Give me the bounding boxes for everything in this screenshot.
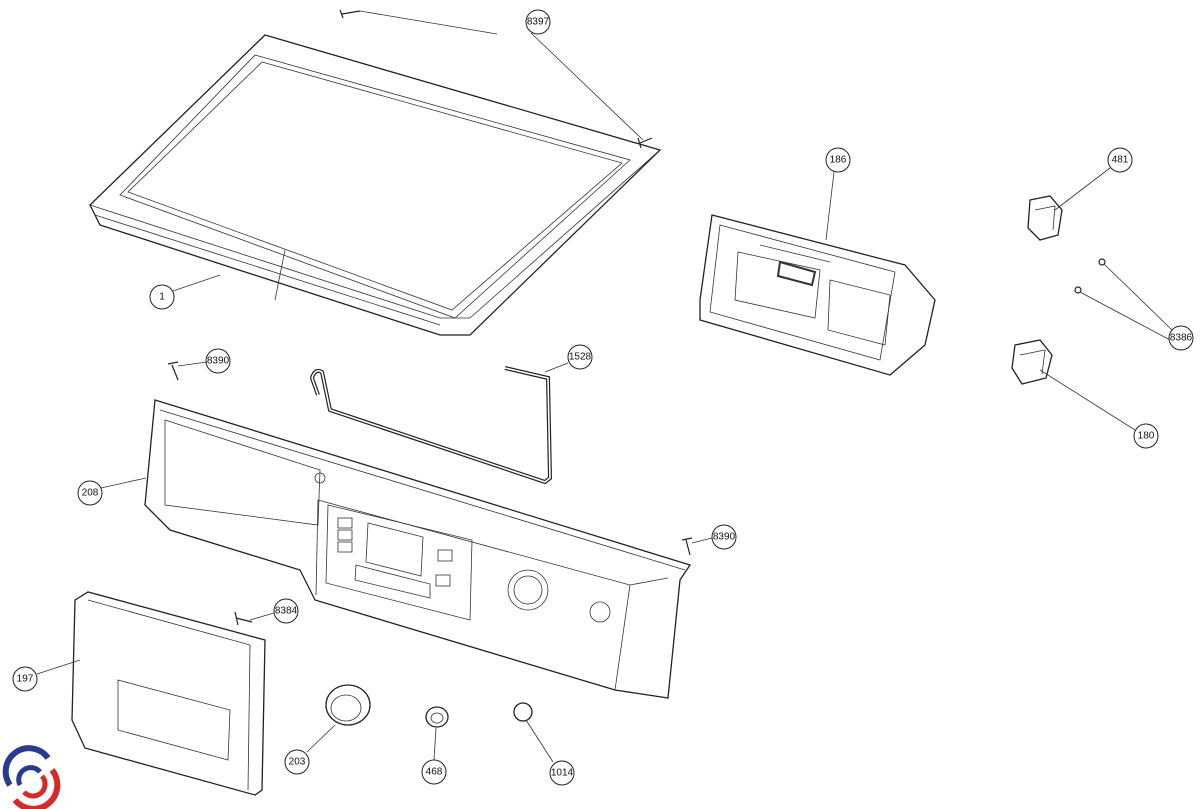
switch-481 — [1027, 195, 1063, 241]
svg-text:1528: 1528 — [569, 352, 592, 363]
svg-text:197: 197 — [17, 674, 34, 685]
drawer-front — [71, 591, 266, 796]
button-1014 — [513, 702, 533, 722]
callout-8397: 8397 — [525, 9, 551, 35]
svg-text:180: 180 — [1138, 431, 1155, 442]
callout-1528: 1528 — [567, 344, 593, 370]
svg-text:8384: 8384 — [275, 606, 298, 617]
svg-text:8386: 8386 — [1170, 333, 1193, 344]
callout-203: 203 — [284, 749, 310, 775]
svg-text:186: 186 — [830, 155, 847, 166]
svg-text:1: 1 — [159, 292, 165, 303]
switch-180 — [1011, 339, 1053, 385]
callout-1014: 1014 — [549, 760, 575, 786]
control-panel — [144, 399, 692, 699]
svg-text:468: 468 — [426, 767, 443, 778]
callout-468: 468 — [421, 759, 447, 785]
callout-1: 1 — [149, 284, 175, 310]
brand-logo — [2, 745, 61, 809]
svg-text:481: 481 — [1112, 155, 1129, 166]
board-screws — [1074, 258, 1106, 294]
svg-text:203: 203 — [289, 757, 306, 768]
callout-180: 180 — [1133, 423, 1159, 449]
top-screws — [339, 9, 653, 149]
callout-197: 197 — [12, 666, 38, 692]
svg-text:8390: 8390 — [713, 532, 736, 543]
svg-text:8390: 8390 — [207, 356, 230, 367]
callout-208: 208 — [77, 480, 103, 506]
panel-screws — [167, 361, 693, 626]
callout-8390-left: 8390 — [205, 348, 231, 374]
callout-186: 186 — [825, 147, 851, 173]
callout-8384: 8384 — [273, 598, 299, 624]
callout-8386: 8386 — [1168, 325, 1194, 351]
svg-text:208: 208 — [82, 488, 99, 499]
top-cover — [89, 34, 662, 336]
button-468 — [425, 706, 449, 728]
leader-lines — [36, 10, 1173, 763]
knob-203 — [325, 684, 371, 726]
svg-text:8397: 8397 — [527, 17, 550, 28]
callout-8390-right: 8390 — [711, 524, 737, 550]
callout-481: 481 — [1107, 147, 1133, 173]
svg-text:1014: 1014 — [551, 768, 574, 779]
wire-rod — [309, 366, 553, 485]
control-board — [699, 214, 936, 376]
